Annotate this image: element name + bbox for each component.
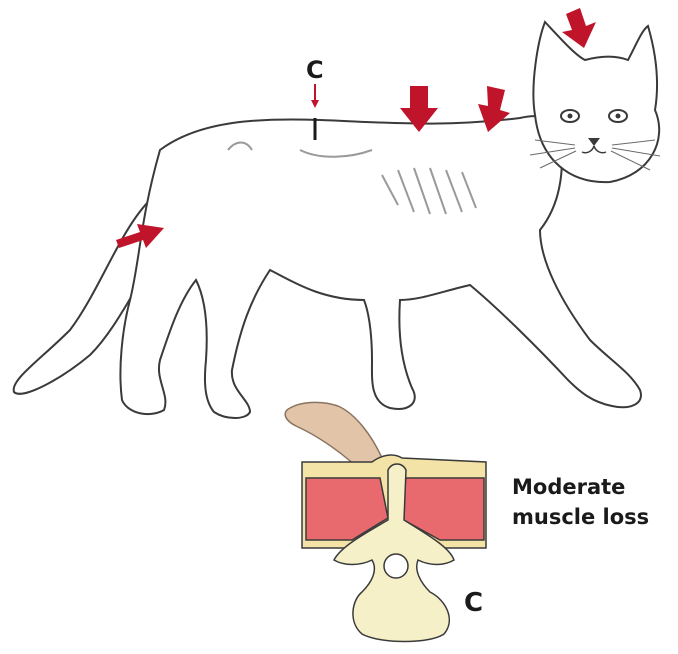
marker-label-section: C: [464, 588, 483, 618]
arrow-down-icon: [562, 8, 596, 48]
finger-icon: [285, 402, 382, 467]
spinal-canal: [384, 554, 408, 578]
caption: Moderate muscle loss: [512, 472, 678, 532]
marker-label-top: C: [306, 56, 324, 84]
caption-line-1: Moderate: [512, 472, 678, 502]
spine-cross-section: [302, 455, 486, 641]
caption-line-2: muscle loss: [512, 502, 678, 532]
